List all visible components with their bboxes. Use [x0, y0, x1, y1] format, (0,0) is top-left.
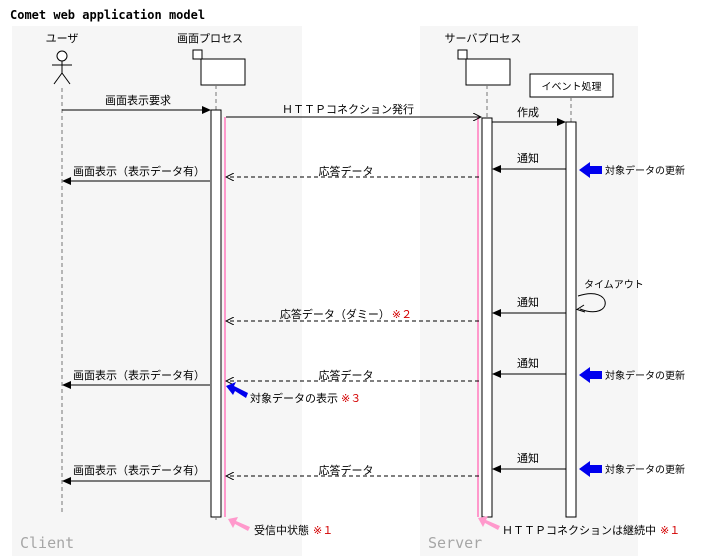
message-display-request-label: 画面表示要求 — [105, 93, 171, 107]
callout-arrow-update-3 — [579, 461, 602, 477]
message-response-4-label: 応答データ — [319, 463, 374, 477]
message-response-3-label: 応答データ — [319, 368, 374, 382]
client-zone — [12, 26, 302, 556]
display-target-text: 対象データの表示 — [250, 391, 338, 405]
message-display-1-label: 画面表示（表示データ有） — [73, 164, 205, 178]
callout-arrow-connection-kept — [478, 516, 500, 530]
participant-server-process-label: サーバプロセス — [445, 32, 522, 45]
participant-screen-process-label: 画面プロセス — [177, 32, 243, 45]
connection-kept-note: ※１ — [660, 524, 680, 537]
diagram-title: Comet web application model — [10, 8, 205, 22]
timeout-loop — [577, 293, 606, 313]
message-notify-2-label: 通知 — [517, 295, 539, 309]
annotation-connection-kept: ＨＴＴＰコネクションは継続中 ※１ — [502, 523, 680, 537]
annotation-data-update-2: 対象データの更新 — [605, 369, 685, 382]
process-box-screen — [192, 49, 246, 86]
annotation-display-target: 対象データの表示※３ — [250, 391, 361, 405]
message-notify-1-label: 通知 — [517, 151, 539, 165]
process-box-server — [457, 49, 511, 86]
callout-arrow-update-1 — [579, 162, 602, 178]
activation-event-processing — [565, 121, 577, 518]
message-notify-4-label: 通知 — [517, 451, 539, 465]
server-zone-label: Server — [428, 534, 482, 552]
annotation-receiving: 受信中状態 ※１ — [254, 523, 333, 537]
activation-screen-process — [210, 109, 222, 518]
callout-arrow-display-target — [226, 382, 248, 398]
client-zone-label: Client — [20, 534, 74, 552]
message-display-4-label: 画面表示（表示データ有） — [73, 463, 205, 477]
connection-kept-text: ＨＴＴＰコネクションは継続中 — [502, 523, 656, 537]
message-display-3-label: 画面表示（表示データ有） — [73, 368, 205, 382]
participant-event-processing-label: イベント処理 — [542, 80, 602, 93]
actor-icon — [52, 50, 72, 85]
receiving-note: ※１ — [313, 524, 333, 537]
participant-user-label: ユーザ — [46, 32, 79, 45]
message-response-dummy-label: 応答データ（ダミー）※２ — [280, 307, 412, 321]
callout-arrow-receiving — [228, 517, 250, 531]
callout-arrow-update-2 — [579, 367, 602, 383]
message-response-1-label: 応答データ — [319, 164, 374, 178]
response-dummy-note: ※２ — [392, 308, 412, 321]
message-create-label: 作成 — [517, 106, 539, 119]
annotation-data-update-1: 対象データの更新 — [605, 164, 685, 177]
activation-server-process — [481, 117, 493, 518]
message-notify-3-label: 通知 — [517, 356, 539, 370]
message-timeout-label: タイムアウト — [584, 279, 644, 291]
display-target-note: ※３ — [341, 392, 361, 405]
receiving-text: 受信中状態 — [254, 523, 309, 537]
timeout-loop-arrowhead — [575, 304, 586, 313]
response-dummy-text: 応答データ（ダミー） — [280, 307, 390, 321]
annotation-data-update-3: 対象データの更新 — [605, 463, 685, 476]
message-http-connection-label: ＨＴＴＰコネクション発行 — [282, 102, 414, 116]
